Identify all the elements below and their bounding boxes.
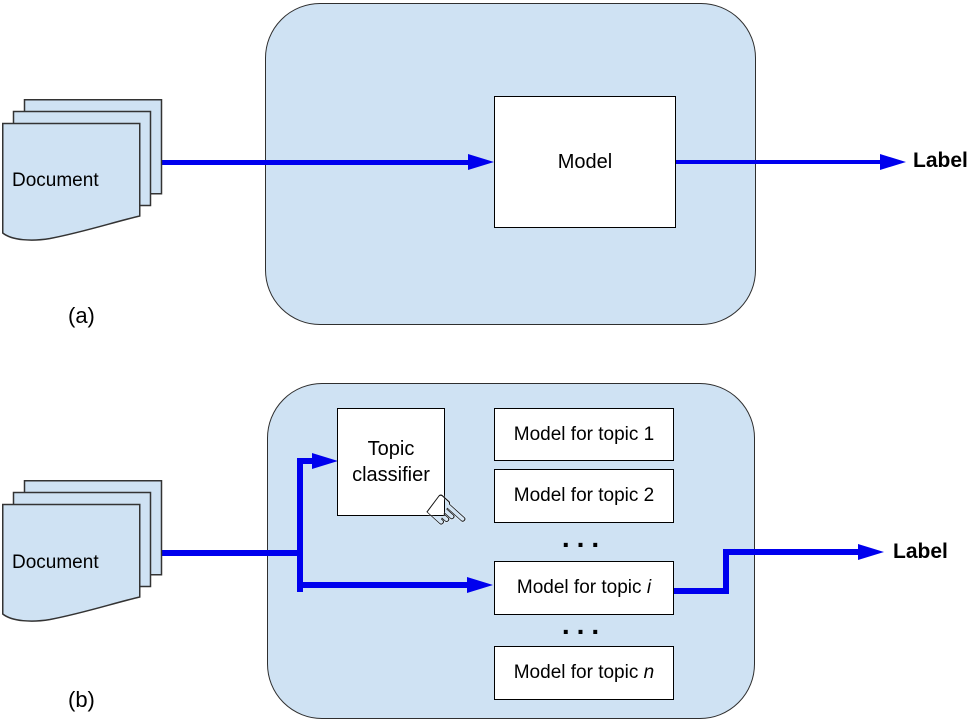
panel-b-output-arrow-line <box>723 549 858 555</box>
document-stack-icon <box>2 480 163 622</box>
panel-b-input-arrow-line <box>140 550 300 556</box>
panel-b-model-arrowhead-icon <box>467 577 493 593</box>
document-label: Document <box>12 552 99 573</box>
model-for-topic-i-variable: i <box>646 577 652 598</box>
panel-a-output-arrowhead-icon <box>880 154 906 170</box>
model-for-topic-2-box: Model for topic 2 <box>494 469 674 523</box>
panel-b-split-vertical-line <box>297 458 303 592</box>
panel-b-classifier-arrowhead-icon <box>312 453 338 469</box>
document-label: Document <box>12 170 99 191</box>
panel-a-output-arrow-line <box>676 160 882 164</box>
panel-b-model-arrow-line <box>297 582 469 588</box>
model-for-topic-n-variable: n <box>643 662 655 683</box>
document-page-front <box>2 122 141 241</box>
output-label: Label <box>913 149 967 172</box>
model-box-label: Model <box>557 150 613 173</box>
output-label: Label <box>893 540 948 563</box>
model-for-topic-2-label: Model for topic 2 <box>513 485 655 506</box>
panel-b-caption: (b) <box>68 687 95 712</box>
document-page-front <box>2 503 141 622</box>
panel-a-input-arrow-line <box>140 160 470 165</box>
ellipsis-dots: ... <box>561 522 607 553</box>
model-for-topic-1-box: Model for topic 1 <box>494 408 674 461</box>
document-stack-icon <box>2 99 163 241</box>
topic-classifier-label: Topic classifier <box>352 438 430 486</box>
panel-b-output-segment-1 <box>674 588 729 594</box>
ellipsis-dots: ... <box>561 609 607 640</box>
panel-a-caption: (a) <box>68 303 95 328</box>
panel-b-output-arrowhead-icon <box>858 544 884 560</box>
model-for-topic-n-label: Model for topic <box>513 662 639 683</box>
model-box: Model <box>494 96 676 228</box>
topic-classifier-box: Topic classifier <box>337 408 445 516</box>
panel-a-input-arrowhead-icon <box>468 154 494 170</box>
panel-b-classifier-arrow-line <box>297 458 315 464</box>
model-for-topic-1-label: Model for topic 1 <box>513 423 655 445</box>
model-for-topic-i-label: Model for topic <box>516 577 642 598</box>
panel-b-output-vertical-line <box>723 549 729 594</box>
